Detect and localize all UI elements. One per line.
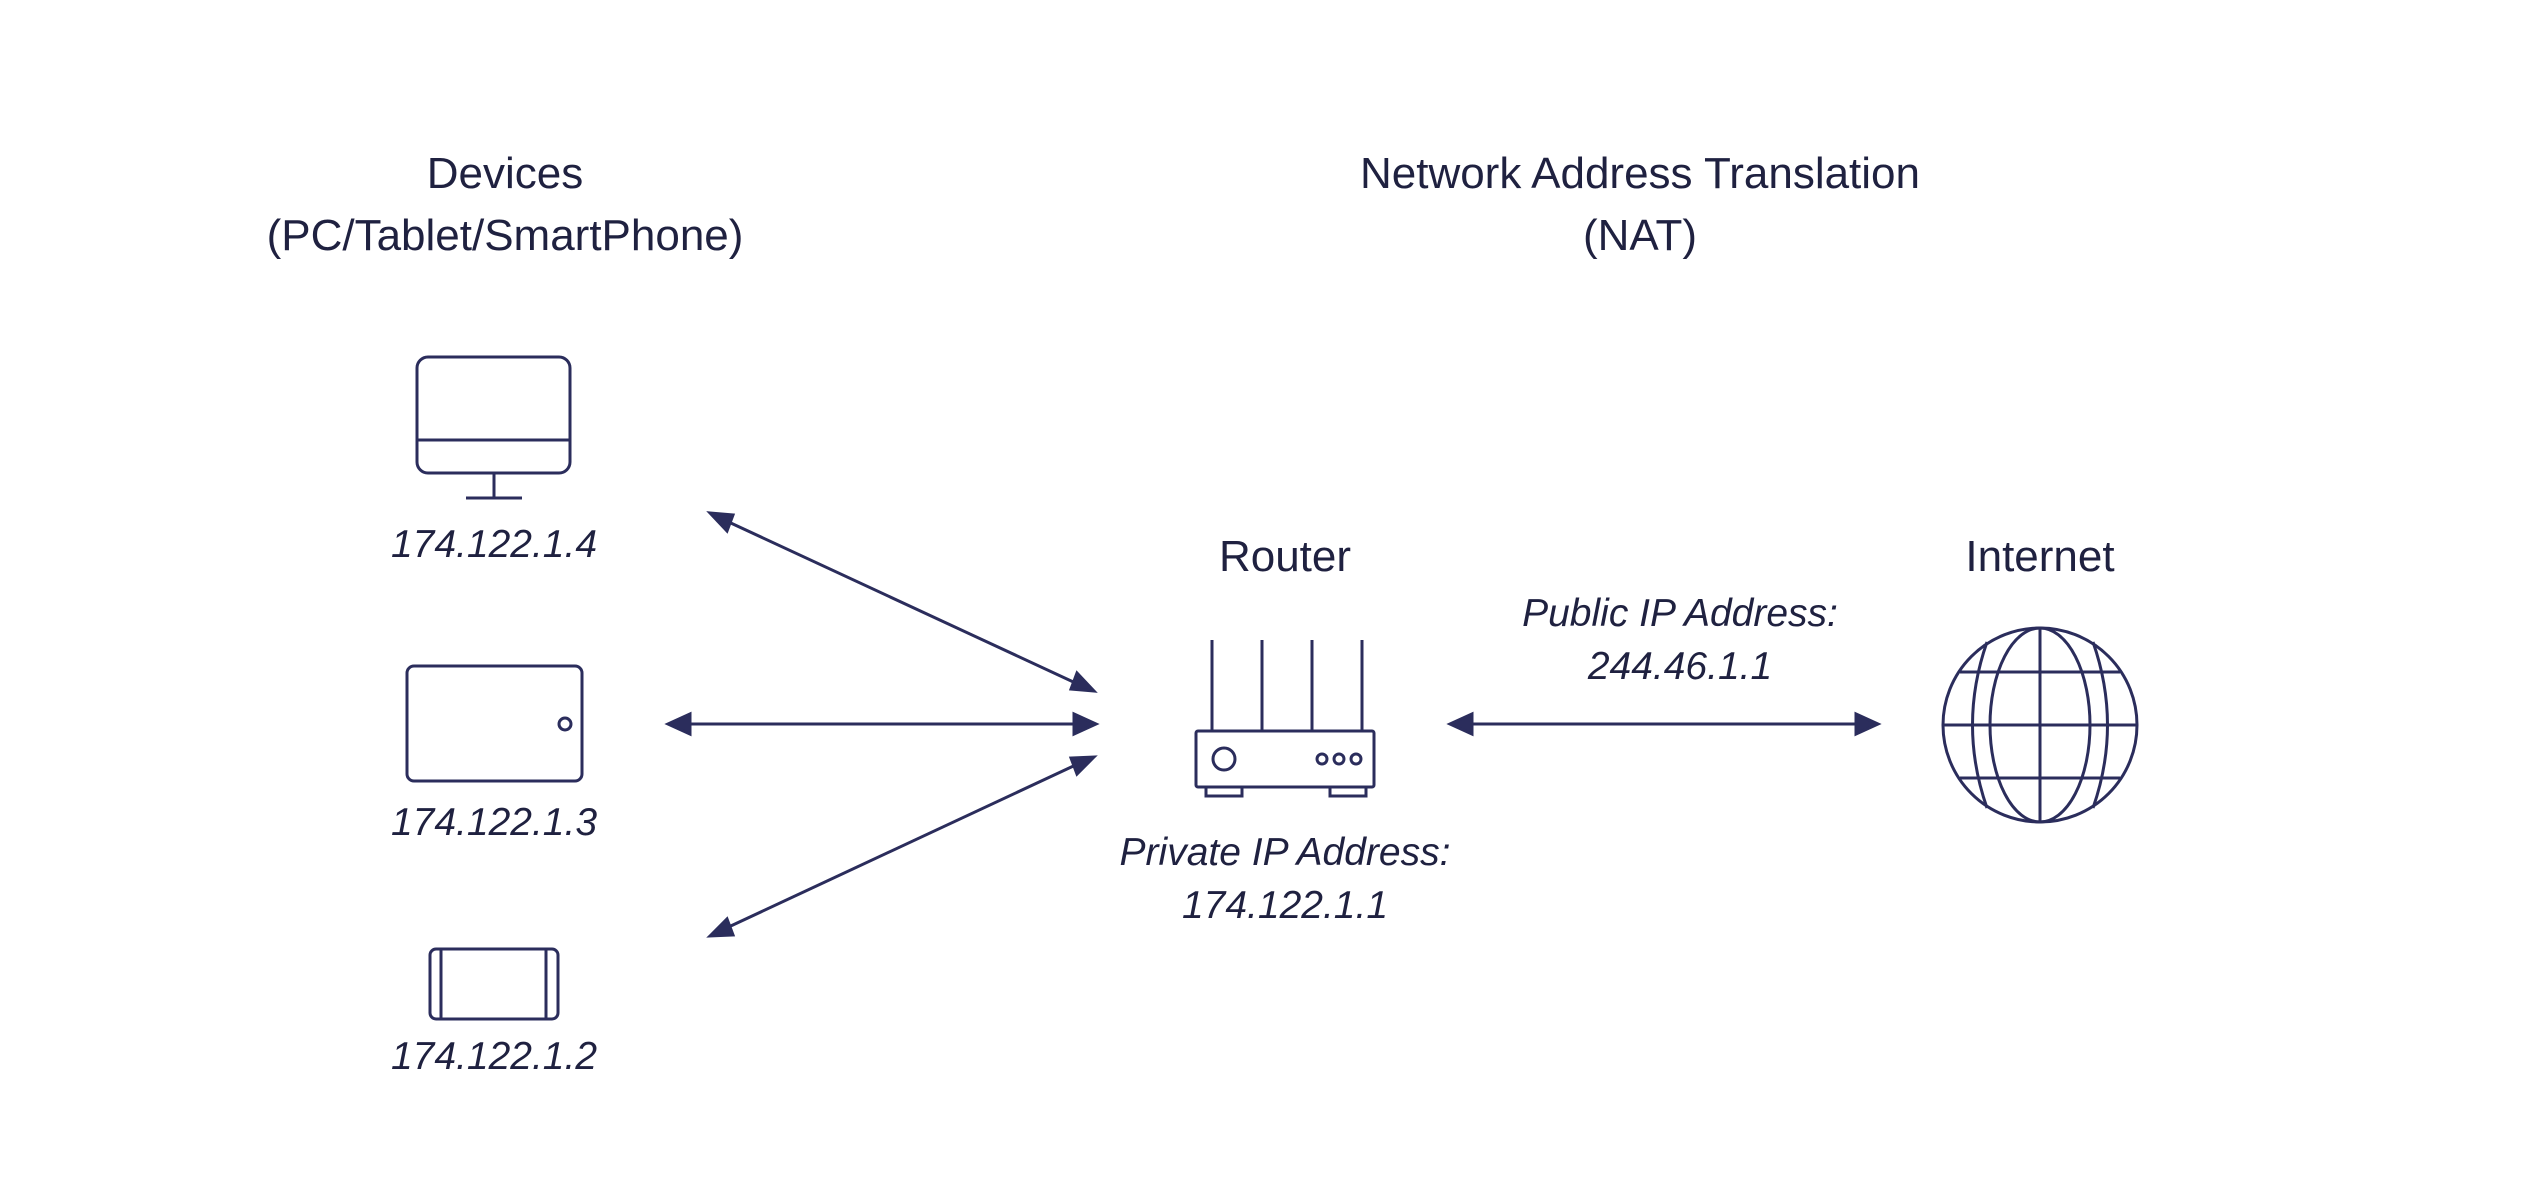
device-ip-label: 174.122.1.4 bbox=[390, 523, 598, 566]
smartphone-icon bbox=[428, 947, 560, 1021]
arrow-desktop-router bbox=[706, 511, 1098, 693]
arrow-phone-router bbox=[706, 755, 1098, 938]
arrow-tablet-router bbox=[664, 711, 1100, 737]
arrow-router-internet bbox=[1446, 711, 1882, 737]
nat-subtitle: (NAT) bbox=[1582, 211, 1698, 260]
private-ip-value: 174.122.1.1 bbox=[1181, 884, 1389, 927]
private-ip-block: Private IP Address: 174.122.1.1 bbox=[1085, 826, 1485, 932]
devices-heading: Devices (PC/Tablet/SmartPhone) bbox=[200, 143, 810, 267]
arrows bbox=[664, 511, 1882, 938]
tablet-icon bbox=[405, 664, 584, 783]
public-ip-label: Public IP Address: bbox=[1522, 592, 1838, 635]
globe-icon bbox=[1941, 626, 2139, 824]
devices-subtitle: (PC/Tablet/SmartPhone) bbox=[266, 211, 744, 260]
public-ip-value: 244.46.1.1 bbox=[1587, 645, 1773, 688]
device-ip-label: 174.122.1.2 bbox=[390, 1035, 598, 1078]
router-title: Router bbox=[1218, 532, 1352, 581]
public-ip-block: Public IP Address: 244.46.1.1 bbox=[1480, 587, 1880, 693]
router-icon bbox=[1194, 640, 1376, 798]
private-ip-label: Private IP Address: bbox=[1119, 831, 1451, 874]
devices-title: Devices bbox=[426, 149, 584, 198]
internet-title: Internet bbox=[1965, 532, 2115, 581]
desktop-monitor-icon bbox=[415, 355, 572, 500]
nat-title: Network Address Translation bbox=[1359, 149, 1921, 198]
nat-heading: Network Address Translation (NAT) bbox=[1240, 143, 2040, 267]
device-ip-label: 174.122.1.3 bbox=[390, 801, 598, 844]
